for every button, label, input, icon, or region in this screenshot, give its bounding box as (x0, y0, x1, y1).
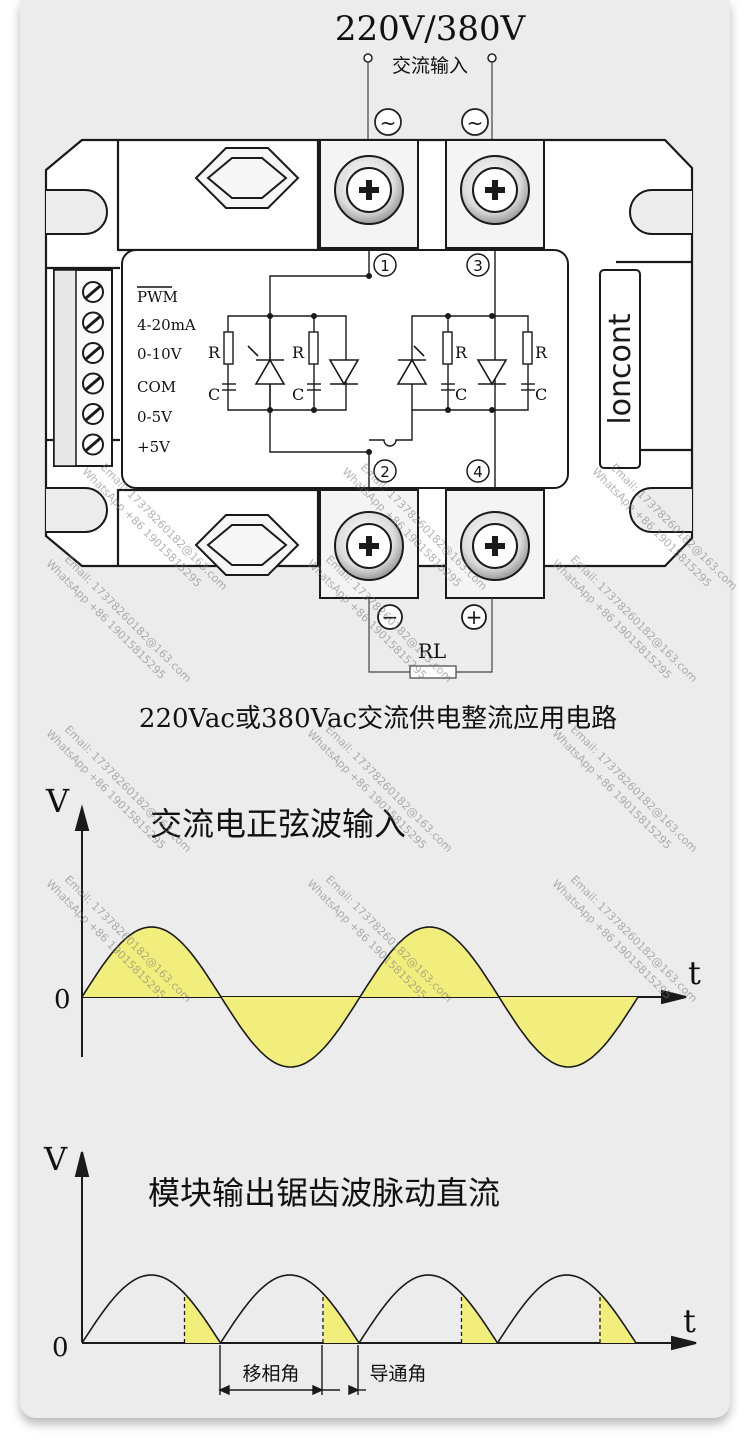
svg-text:C: C (455, 385, 467, 404)
svg-text:C: C (535, 385, 547, 404)
svg-text:WhatsApp +86 19015815295: WhatsApp +86 19015815295 (549, 877, 674, 1002)
svg-text:~: ~ (467, 111, 484, 135)
wave1-title: 交流电正弦波输入 (150, 805, 406, 843)
wave2-axes (74, 1151, 697, 1351)
terminal-block-4 (445, 489, 545, 599)
input-node-right (487, 53, 497, 63)
signal-4-20ma: 4-20mA (137, 316, 196, 334)
internal-circuit-dots (267, 273, 495, 455)
svg-text:4: 4 (473, 463, 483, 481)
terminal-number-3: 3 (466, 253, 490, 277)
load-label: RL (418, 639, 446, 663)
ac-terminal-symbol-left: ~ (374, 108, 402, 136)
half-wave-outline (358, 1274, 499, 1344)
svg-text:R: R (208, 343, 221, 362)
conduction-label: 导通角 (369, 1363, 426, 1385)
brand-logo: loncont (603, 313, 638, 425)
mounting-notch-bl (46, 487, 108, 533)
svg-text:C: C (208, 385, 220, 404)
hex-well-top (194, 147, 300, 209)
svg-text:WhatsApp +86 19015815295: WhatsApp +86 19015815295 (549, 727, 674, 852)
wave2-title: 模块输出锯齿波脉动直流 (148, 1174, 500, 1212)
rc-snubber-components (222, 331, 535, 391)
svg-text:~: ~ (380, 111, 397, 135)
svg-text:+: + (466, 605, 483, 629)
control-screw (82, 342, 104, 364)
ac-terminal-symbol-right: ~ (461, 108, 489, 136)
terminal-number-1: 1 (373, 253, 397, 277)
svg-text:WhatsApp +86 19015815295: WhatsApp +86 19015815295 (43, 557, 168, 682)
half-wave-outline (81, 1274, 222, 1344)
ac-input-label: 交流输入 (392, 55, 468, 77)
half-wave-outline (496, 1274, 637, 1344)
terminal-number-2: 2 (373, 459, 397, 483)
wave1-sine-curve (81, 926, 639, 1068)
voltage-label: 220V/380V (335, 9, 527, 49)
wave2-t-label: t (683, 1302, 696, 1340)
terminal-block-3 (445, 139, 545, 249)
wave1-zero-label: 0 (54, 985, 71, 1015)
signal-0-10v: 0-10V (137, 345, 183, 363)
control-terminal-strip (53, 269, 113, 467)
svg-text:1: 1 (380, 257, 390, 275)
control-screw (82, 311, 104, 334)
wave1-t-label: t (688, 954, 701, 992)
mounting-notch-tr (629, 189, 692, 235)
wave2-rectified-wave (81, 1274, 637, 1344)
svg-text:Email: 17378260182@163.com: Email: 17378260182@163.com (568, 873, 700, 1005)
svg-text:Email: 17378260182@163.com: Email: 17378260182@163.com (568, 553, 700, 685)
svg-text:WhatsApp +86 19015815295: WhatsApp +86 19015815295 (549, 557, 674, 682)
wave2-v-label: V (43, 1140, 68, 1178)
angle-markers (218, 1345, 366, 1396)
circuit-caption: 220Vac或380Vac交流供电整流应用电路 (139, 704, 617, 734)
signal-plus-5v: +5V (137, 438, 171, 456)
signal-0-5v: 0-5V (137, 408, 173, 426)
svg-text:3: 3 (473, 257, 483, 275)
terminal-block-1 (319, 139, 419, 249)
brand-strip: loncont (599, 269, 641, 469)
control-screw (82, 433, 104, 456)
hex-well-bottom (194, 514, 300, 576)
mounting-notch-br (629, 487, 692, 533)
svg-text:R: R (292, 343, 305, 362)
half-wave-outline (219, 1274, 360, 1344)
thyristor-symbols (247, 345, 508, 386)
svg-text:R: R (455, 343, 468, 362)
wave2-zero-label: 0 (52, 1333, 69, 1363)
svg-text:2: 2 (380, 463, 390, 481)
svg-text:C: C (292, 385, 304, 404)
mounting-notch-tl (46, 189, 108, 235)
terminal-number-4: 4 (466, 459, 490, 483)
wave1-v-label: V (45, 782, 70, 820)
terminal-block-2 (319, 489, 419, 599)
control-screw (82, 372, 104, 395)
svg-text:−: − (382, 605, 399, 629)
signal-pwm: PWM (137, 288, 178, 306)
minus-terminal-symbol: − (377, 604, 403, 630)
signal-com: COM (137, 378, 176, 396)
rc-labels: R C R C R C R C (208, 343, 548, 404)
svg-text:R: R (535, 343, 548, 362)
plus-terminal-symbol: + (461, 604, 487, 630)
svg-text:Email: 17378260182@163.com: Email: 17378260182@163.com (568, 723, 700, 855)
load-wiring (368, 598, 493, 679)
svg-text:Email: 17378260182@163.com: Email: 17378260182@163.com (62, 553, 194, 685)
input-node-left (363, 53, 373, 63)
control-screw (82, 403, 104, 425)
phase-shift-label: 移相角 (242, 1363, 299, 1385)
control-screw (82, 281, 104, 303)
